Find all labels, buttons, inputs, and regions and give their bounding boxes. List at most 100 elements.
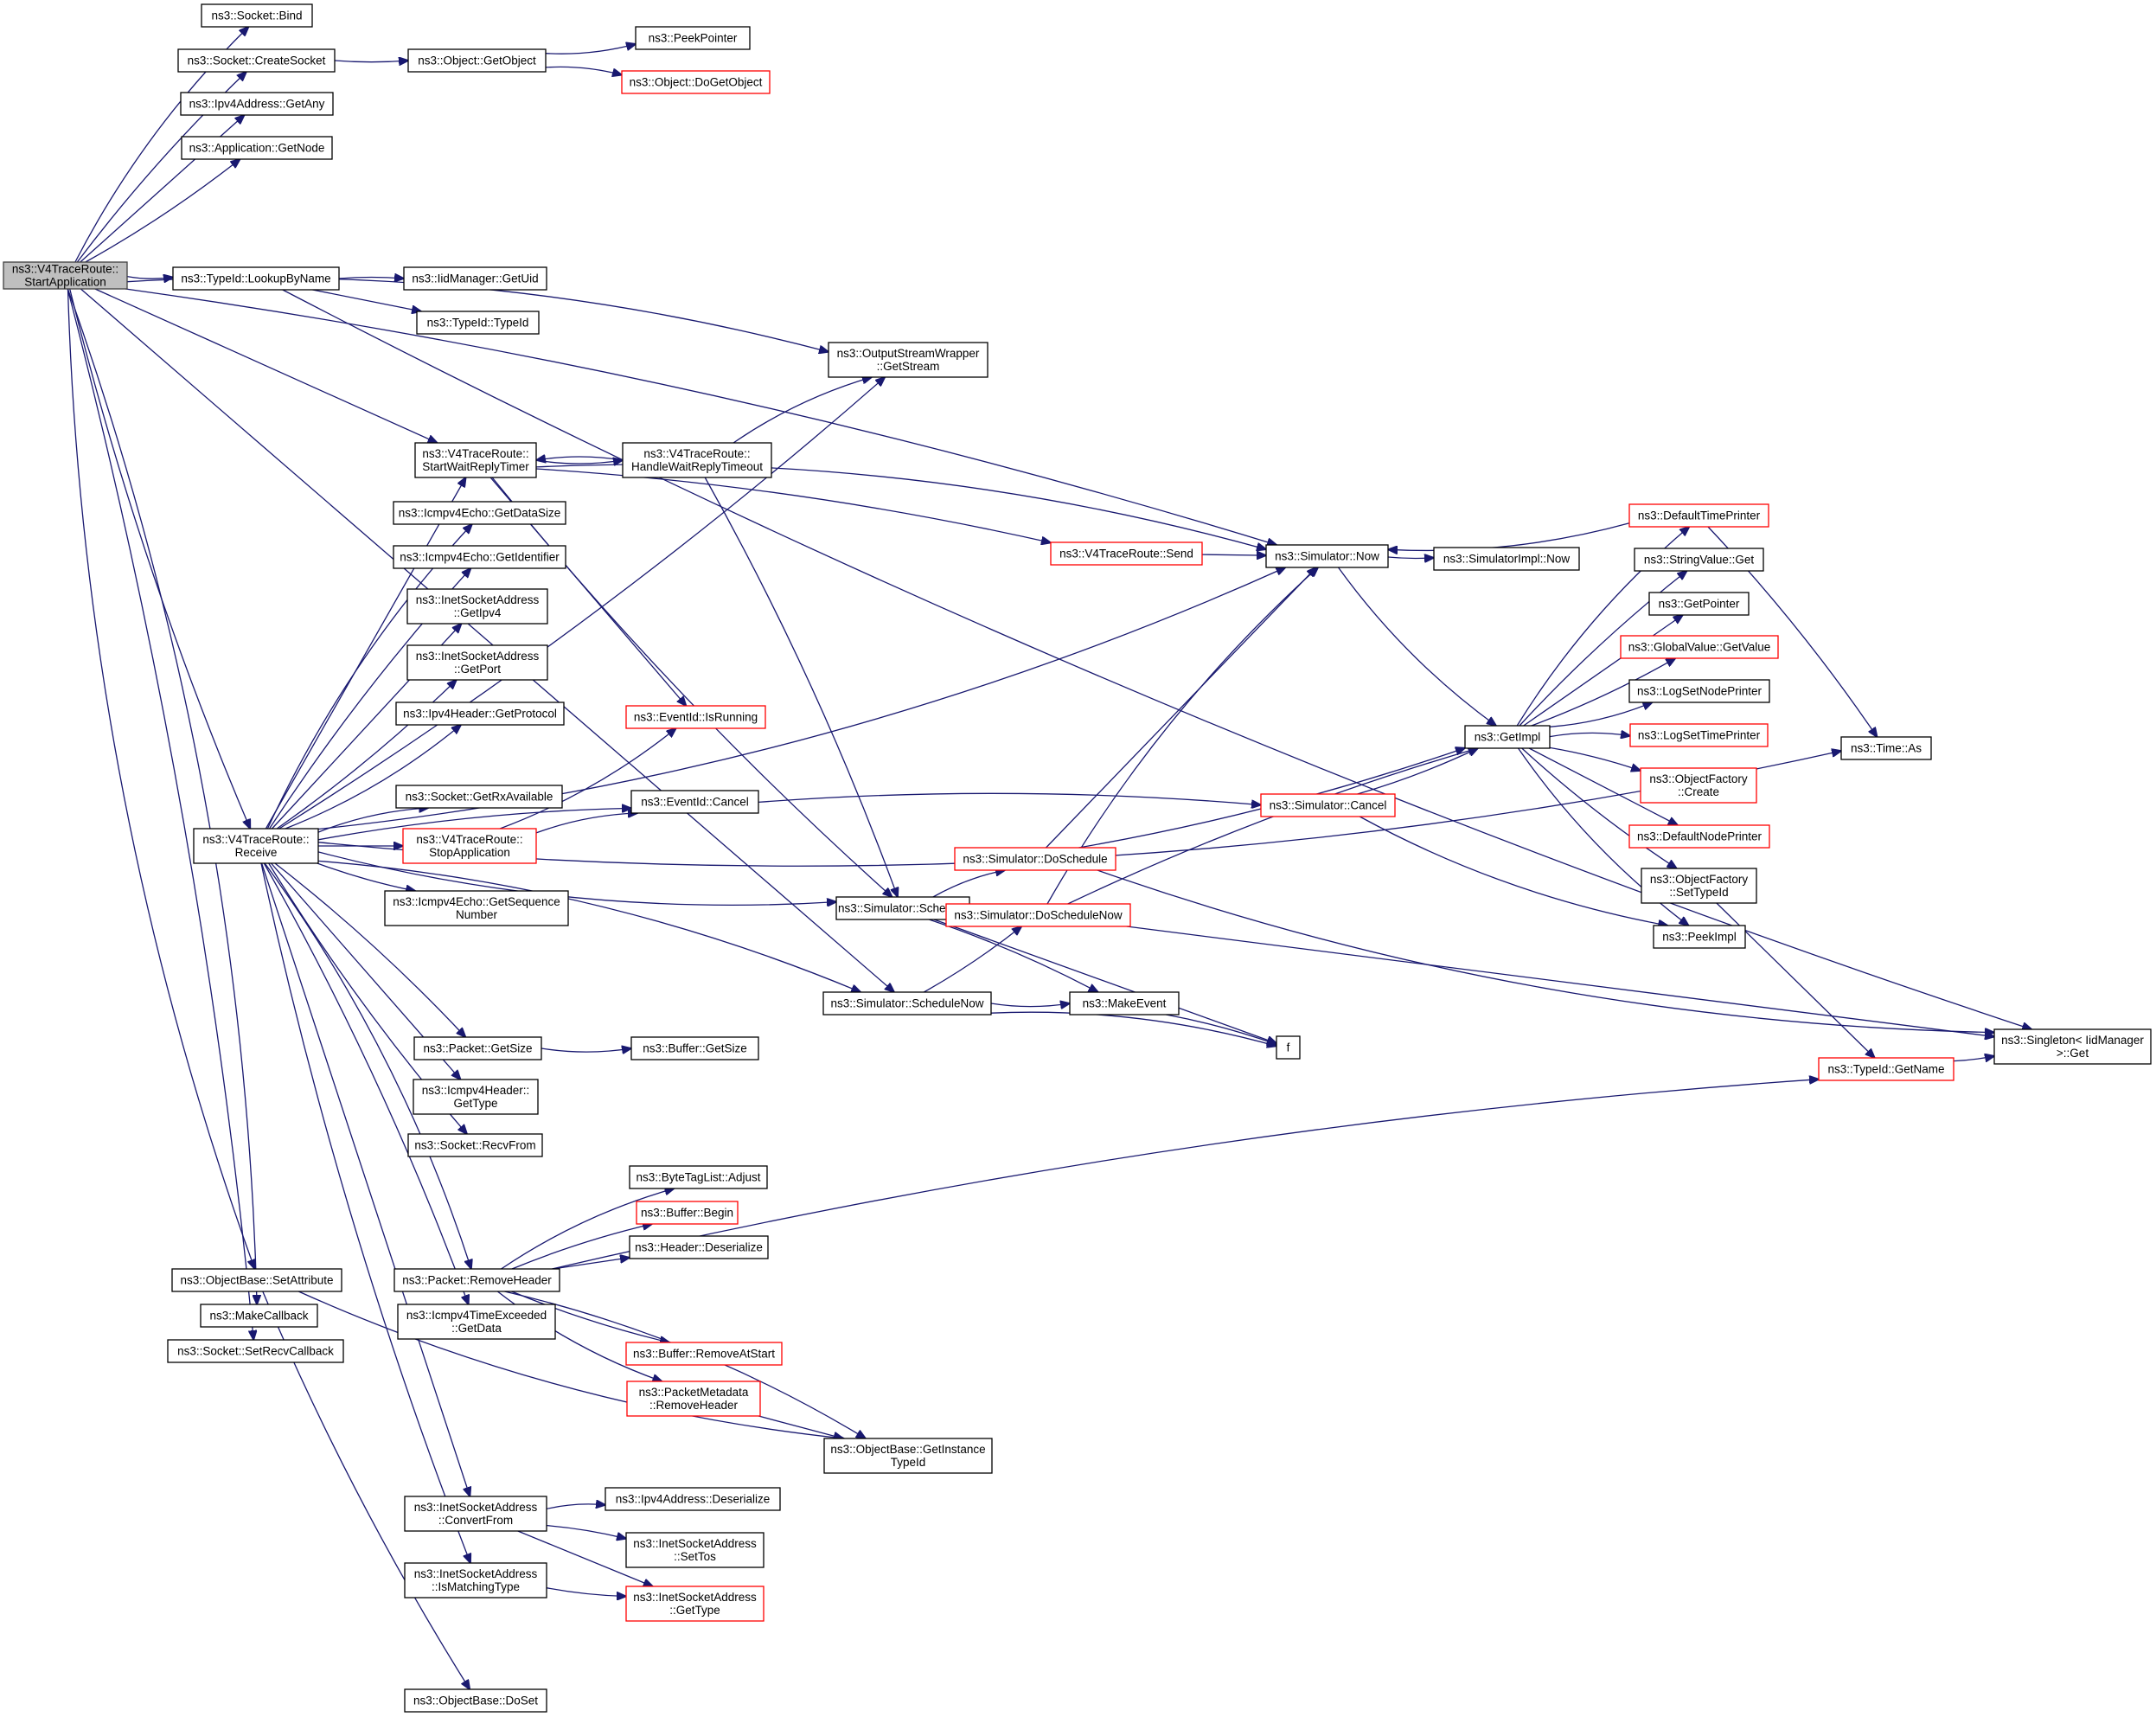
node-getpointer[interactable]: ns3::GetPointer	[1648, 592, 1750, 616]
node-label: ns3::ObjectFactory	[1650, 873, 1749, 886]
node-box	[200, 1304, 318, 1328]
node-box	[172, 266, 340, 291]
node-hdrdeser[interactable]: ns3::Header::Deserialize	[629, 1235, 769, 1259]
node-doschedule[interactable]: ns3::Simulator::DoSchedule	[954, 847, 1116, 871]
node-icmpgettype[interactable]: ns3::Icmpv4Header::GetType	[413, 1079, 539, 1115]
node-box	[1818, 1057, 1954, 1081]
node-logtime[interactable]: ns3::LogSetTimePrinter	[1629, 723, 1769, 747]
node-eventcancel[interactable]: ns3::EventId::Cancel	[630, 790, 759, 814]
node-getport[interactable]: ns3::InetSocketAddress::GetPort	[406, 644, 548, 681]
call-edge-schedule-to-doschedule	[932, 870, 1005, 898]
node-pktgetsize[interactable]: ns3::Packet::GetSize	[413, 1036, 542, 1060]
node-setrecvcb[interactable]: ns3::Socket::SetRecvCallback	[167, 1339, 344, 1363]
node-send[interactable]: ns3::V4TraceRoute::Send	[1050, 541, 1203, 566]
node-timeas[interactable]: ns3::Time::As	[1840, 736, 1932, 760]
node-label: ns3::Ipv4Header::GetProtocol	[403, 708, 557, 721]
node-start[interactable]: ns3::V4TraceRoute::StartApplication	[3, 261, 128, 290]
call-edge-receive-to-schedule	[317, 851, 836, 906]
node-timeexceeded[interactable]: ns3::Icmpv4TimeExceeded::GetData	[397, 1304, 556, 1340]
node-removeheader[interactable]: ns3::Packet::RemoveHeader	[393, 1268, 560, 1292]
node-box	[167, 1339, 344, 1363]
node-label: ns3::Socket::GetRxAvailable	[406, 791, 553, 804]
node-defaultnode[interactable]: ns3::DefaultNodePrinter	[1628, 824, 1770, 849]
node-label: ns3::ByteTagList::Adjust	[636, 1171, 760, 1184]
node-makeevent[interactable]: ns3::MakeEvent	[1069, 991, 1180, 1015]
node-adjust[interactable]: ns3::ByteTagList::Adjust	[629, 1165, 768, 1189]
node-settos[interactable]: ns3::InetSocketAddress::SetTos	[625, 1532, 765, 1568]
node-label: TypeId	[891, 1456, 926, 1469]
node-typeid[interactable]: ns3::TypeId::TypeId	[416, 311, 540, 335]
node-handlewait[interactable]: ns3::V4TraceRoute::HandleWaitReplyTimeou…	[622, 442, 772, 478]
call-edge-doschedule-to-singleton	[1097, 869, 1994, 1033]
node-label: HandleWaitReplyTimeout	[631, 460, 763, 473]
node-setattr[interactable]: ns3::ObjectBase::SetAttribute	[171, 1268, 342, 1292]
node-label: ns3::Socket::SetRecvCallback	[177, 1345, 334, 1358]
node-box	[630, 790, 759, 814]
node-makecallback[interactable]: ns3::MakeCallback	[200, 1304, 318, 1328]
call-edge-getimpl-to-getpointer	[1523, 615, 1683, 727]
node-defaulttime[interactable]: ns3::DefaultTimePrinter	[1628, 503, 1769, 528]
node-getobject[interactable]: ns3::Object::GetObject	[407, 48, 547, 73]
node-schedulenow[interactable]: ns3::Simulator::ScheduleNow	[822, 991, 992, 1015]
node-simnow[interactable]: ns3::Simulator::Now	[1265, 544, 1389, 568]
node-startwait[interactable]: ns3::V4TraceRoute::StartWaitReplyTimer	[414, 442, 537, 478]
node-label: ns3::InetSocketAddress	[416, 593, 540, 606]
node-label: ns3::TypeId::LookupByName	[181, 272, 330, 285]
node-singleton[interactable]: ns3::Singleton< IidManager>::Get	[1993, 1028, 2152, 1065]
node-getany[interactable]: ns3::Ipv4Address::GetAny	[180, 92, 334, 116]
node-getidentifier[interactable]: ns3::Icmpv4Echo::GetIdentifier	[393, 545, 566, 569]
node-label: ::IsMatchingType	[432, 1580, 520, 1593]
node-ofsettypeid[interactable]: ns3::ObjectFactory::SetTypeId	[1641, 868, 1757, 904]
node-ipv4deser[interactable]: ns3::Ipv4Address::Deserialize	[605, 1487, 781, 1511]
node-convertfrom[interactable]: ns3::InetSocketAddress::ConvertFrom	[404, 1496, 547, 1532]
node-createsocket[interactable]: ns3::Socket::CreateSocket	[177, 48, 336, 73]
node-simcancel[interactable]: ns3::Simulator::Cancel	[1260, 793, 1396, 817]
node-pmremoveheader[interactable]: ns3::PacketMetadata::RemoveHeader	[626, 1381, 761, 1417]
node-label: ::GetPort	[454, 663, 501, 676]
node-label: ns3::EventId::Cancel	[641, 796, 749, 809]
node-label: ::Create	[1678, 785, 1719, 798]
node-label: ns3::InetSocketAddress	[633, 1537, 757, 1550]
node-getname[interactable]: ns3::TypeId::GetName	[1818, 1057, 1954, 1081]
node-isagettype[interactable]: ns3::InetSocketAddress::GetType	[625, 1586, 765, 1622]
node-getuid[interactable]: ns3::IidManager::GetUid	[403, 266, 547, 291]
node-f[interactable]: f	[1276, 1035, 1301, 1060]
node-peekimpl[interactable]: ns3::PeekImpl	[1653, 925, 1746, 949]
node-box	[3, 261, 128, 290]
node-doset[interactable]: ns3::ObjectBase::DoSet	[404, 1688, 547, 1713]
call-edge-lookupbyname-to-singleton	[282, 289, 2031, 1029]
node-label: ns3::Simulator::Schedule	[838, 902, 968, 915]
node-ofcreate[interactable]: ns3::ObjectFactory::Create	[1640, 767, 1757, 804]
node-getrxavail[interactable]: ns3::Socket::GetRxAvailable	[395, 785, 563, 809]
call-edge-removeheader-to-bufbegin	[511, 1224, 652, 1270]
node-getipv4[interactable]: ns3::InetSocketAddress::GetIpv4	[406, 588, 548, 625]
call-edge-start-to-getany	[80, 115, 245, 263]
node-bind[interactable]: ns3::Socket::Bind	[201, 3, 313, 28]
node-stringget[interactable]: ns3::StringValue::Get	[1634, 548, 1764, 572]
node-getstream[interactable]: ns3::OutputStreamWrapper::GetStream	[828, 342, 988, 378]
node-bufgetsize[interactable]: ns3::Buffer::GetSize	[630, 1036, 759, 1060]
node-removeatstart[interactable]: ns3::Buffer::RemoveAtStart	[625, 1342, 783, 1366]
node-recvfrom[interactable]: ns3::Socket::RecvFrom	[407, 1133, 543, 1157]
node-getimpl[interactable]: ns3::GetImpl	[1464, 725, 1551, 749]
node-isrunning[interactable]: ns3::EventId::IsRunning	[625, 705, 766, 729]
node-stopapp[interactable]: ns3::V4TraceRoute::StopApplication	[402, 828, 537, 864]
node-box	[201, 3, 313, 28]
node-doschedulenow[interactable]: ns3::Simulator::DoScheduleNow	[945, 903, 1131, 927]
node-dogetobject[interactable]: ns3::Object::DoGetObject	[621, 70, 771, 94]
node-peekpointer[interactable]: ns3::PeekPointer	[635, 26, 751, 50]
call-edge-setattr-to-getinstancetid	[297, 1291, 844, 1438]
node-bufbegin[interactable]: ns3::Buffer::Begin	[636, 1201, 739, 1225]
node-getnode[interactable]: ns3::Application::GetNode	[181, 136, 333, 160]
node-getprotocol[interactable]: ns3::Ipv4Header::GetProtocol	[395, 702, 565, 726]
node-getdatasize[interactable]: ns3::Icmpv4Echo::GetDataSize	[393, 501, 566, 525]
node-lookupbyname[interactable]: ns3::TypeId::LookupByName	[172, 266, 340, 291]
node-box	[407, 48, 547, 73]
node-lognode[interactable]: ns3::LogSetNodePrinter	[1628, 679, 1770, 703]
node-implnow[interactable]: ns3::SimulatorImpl::Now	[1433, 547, 1580, 571]
node-ismatching[interactable]: ns3::InetSocketAddress::IsMatchingType	[404, 1562, 547, 1598]
node-globalget[interactable]: ns3::GlobalValue::GetValue	[1620, 635, 1779, 659]
node-receive[interactable]: ns3::V4TraceRoute::Receive	[193, 828, 319, 864]
